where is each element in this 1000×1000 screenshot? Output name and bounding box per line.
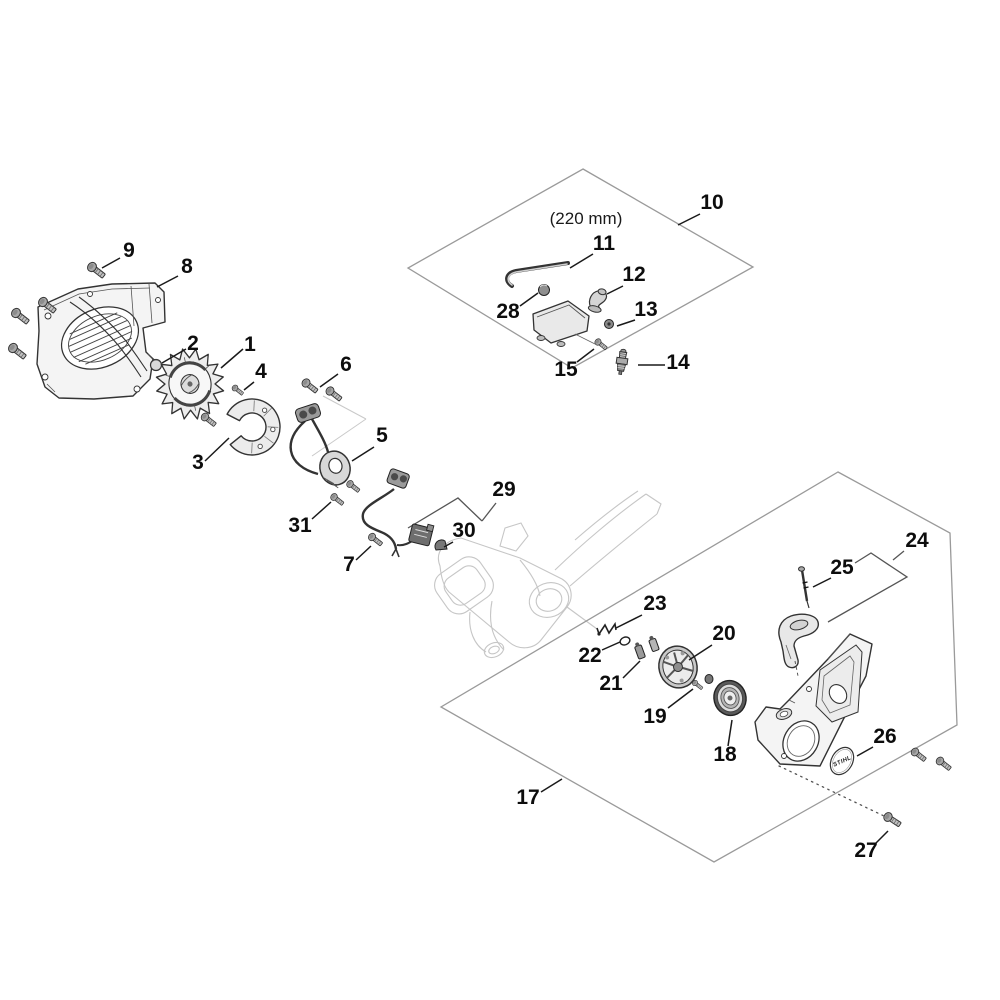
callout-19: 19 (643, 705, 666, 728)
washer-19 (704, 674, 714, 684)
part-21-pawls (634, 635, 660, 660)
callout-25: 25 (830, 556, 854, 579)
group-10-outline (406, 168, 755, 369)
dimension-note: (220 mm) (550, 209, 623, 228)
callout-5: 5 (376, 424, 388, 447)
part-12-plug-boot (587, 288, 608, 313)
screw-housing-c (6, 341, 29, 362)
callout-7: 7 (343, 553, 355, 576)
callout-17: 17 (516, 786, 539, 809)
callout-10: 10 (700, 191, 723, 214)
screw-flywheel (199, 411, 218, 429)
callout-26: 26 (873, 725, 896, 748)
part-20-rope-rotor (658, 645, 698, 689)
screw-27a (909, 746, 928, 764)
screw-27c (881, 810, 903, 830)
part-30-cap (434, 539, 448, 551)
group-24-bracket (827, 552, 909, 623)
group-17-outline (439, 471, 958, 863)
part-22-washer (619, 636, 631, 646)
callout-11: 11 (593, 232, 616, 255)
part-14-spark-plug (615, 348, 629, 376)
leader-lines (101, 213, 889, 845)
callout-labels: 1 2 3 4 5 6 7 8 9 10 11 12 13 14 15 17 1… (123, 191, 929, 862)
part-11-ignition-lead (505, 261, 570, 288)
part-23-spring-clip (596, 621, 617, 636)
callout-13: 13 (634, 298, 657, 321)
screw-31 (328, 491, 346, 508)
callout-24: 24 (905, 529, 929, 552)
callout-29: 29 (492, 478, 515, 501)
screw-6a (299, 376, 320, 396)
alignment-line (322, 395, 367, 420)
callout-30: 30 (452, 519, 475, 542)
callout-22: 22 (578, 644, 601, 667)
screw-15 (593, 337, 609, 352)
screw-9 (85, 260, 108, 281)
mounting-dotted-line (778, 765, 885, 817)
ghost-crankcase (434, 490, 662, 659)
screw-27b (934, 755, 953, 773)
callout-20: 20 (712, 622, 735, 645)
callout-6: 6 (340, 353, 352, 376)
callout-2: 2 (187, 332, 199, 355)
part-29-wiring-harness (361, 468, 448, 558)
part-8-fan-housing (36, 282, 166, 400)
part-starter-grip (778, 613, 820, 677)
callout-9: 9 (123, 239, 135, 262)
part-5-ignition-coil (289, 403, 351, 489)
callout-4: 4 (255, 360, 267, 383)
alignment-line (311, 418, 367, 457)
screw-6b (323, 384, 344, 404)
nut-2 (149, 358, 163, 372)
callout-27: 27 (854, 839, 877, 862)
callout-31: 31 (288, 514, 312, 537)
callout-14: 14 (666, 351, 690, 374)
callout-15: 15 (554, 358, 578, 381)
part-starter-housing (754, 633, 873, 767)
part-26-model-plate: STIHL (829, 746, 855, 776)
part-1-flywheel (155, 348, 225, 420)
harness-contact (408, 523, 435, 547)
callout-23: 23 (643, 592, 666, 615)
screw-7 (366, 531, 385, 548)
group-29-bracket (407, 497, 483, 529)
callout-8: 8 (181, 255, 193, 278)
callout-18: 18 (713, 743, 737, 766)
screw-coil (344, 478, 362, 495)
callout-3: 3 (192, 451, 204, 474)
part-3-carrier-ring (226, 398, 281, 456)
callout-12: 12 (622, 263, 645, 286)
callout-1: 1 (244, 333, 256, 356)
screw-housing-b (9, 306, 32, 327)
fasteners (6, 260, 953, 830)
group-outlines (311, 168, 958, 863)
screw-4 (230, 383, 245, 397)
part-ignition-module (532, 300, 596, 347)
part-25-starter-pin (798, 566, 810, 609)
part-18-starter-pulley (713, 679, 747, 717)
callout-21: 21 (599, 672, 623, 695)
callout-28: 28 (496, 300, 520, 323)
